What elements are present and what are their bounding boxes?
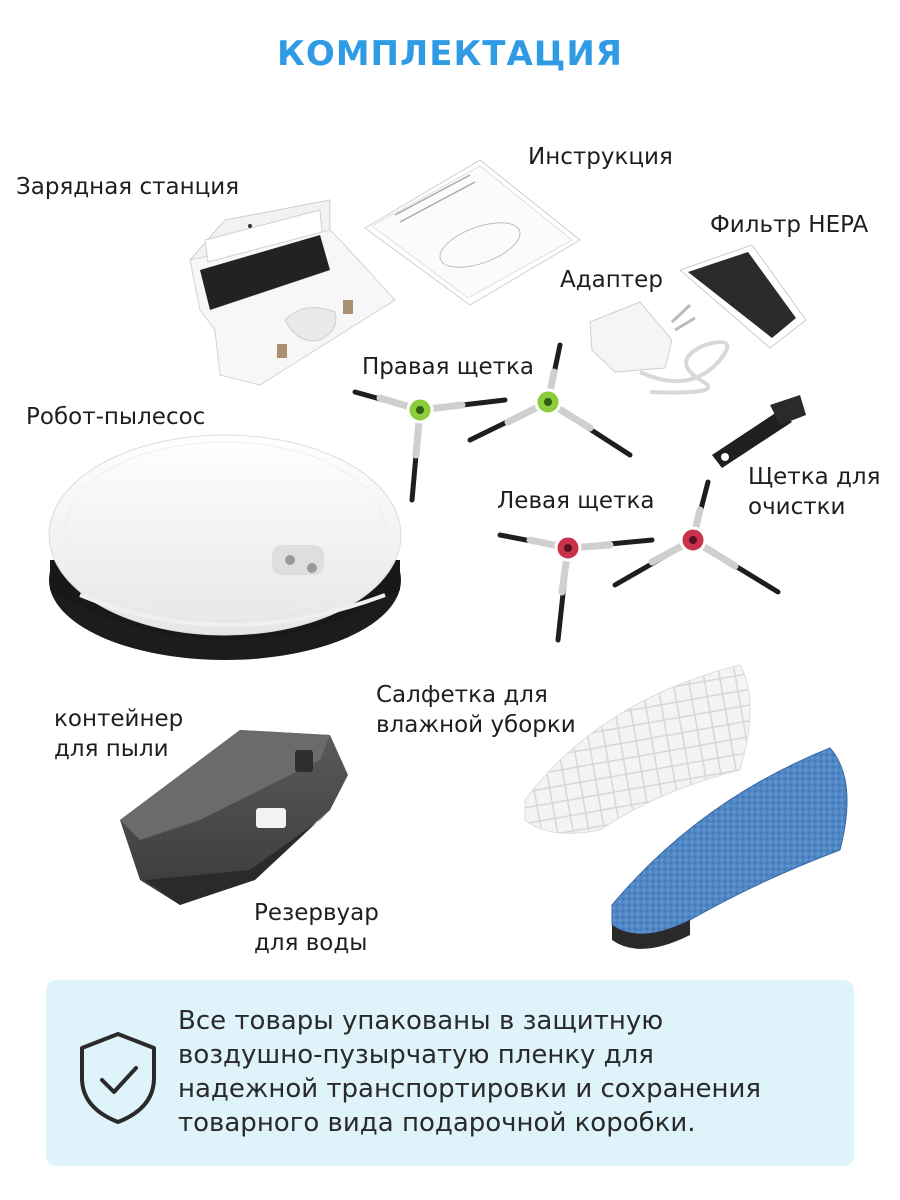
charging-station-image <box>189 199 396 386</box>
packaging-info-text: Все товары упакованы в защитную воздушно… <box>178 1006 762 1138</box>
hepa-filter-image <box>679 244 807 349</box>
label-charging-station: Зарядная станция <box>16 174 240 200</box>
packaging-info-box: Все товары упакованы в защитную воздушно… <box>46 980 854 1166</box>
manual-image <box>364 159 581 306</box>
left-brush-image <box>497 479 781 643</box>
label-adapter: Адаптер <box>560 267 663 293</box>
label-manual: Инструкция <box>528 144 673 170</box>
robot-vacuum-image <box>48 434 402 660</box>
label-cleaning-brush: Щетка для очистки <box>748 464 881 520</box>
label-wet-wipe: Салфетка для влажной уборки <box>376 682 576 738</box>
right-brush-image <box>352 342 633 503</box>
cleaning-brush-image <box>712 395 806 468</box>
label-water-tank: Резервуар для воды <box>254 900 379 956</box>
page-title: КОМПЛЕКТАЦИЯ <box>277 34 623 74</box>
shield-check-icon <box>80 1032 156 1124</box>
dust-container-image <box>120 730 348 905</box>
label-hepa-filter: Фильтр HEPA <box>710 212 869 238</box>
label-dust-container: контейнер для пыли <box>54 706 184 762</box>
label-robot-vacuum: Робот-пылесос <box>26 404 206 430</box>
wet-wipe-image <box>524 664 848 949</box>
adapter-image <box>589 301 730 395</box>
label-right-brush: Правая щетка <box>362 354 534 380</box>
label-left-brush: Левая щетка <box>497 488 655 514</box>
